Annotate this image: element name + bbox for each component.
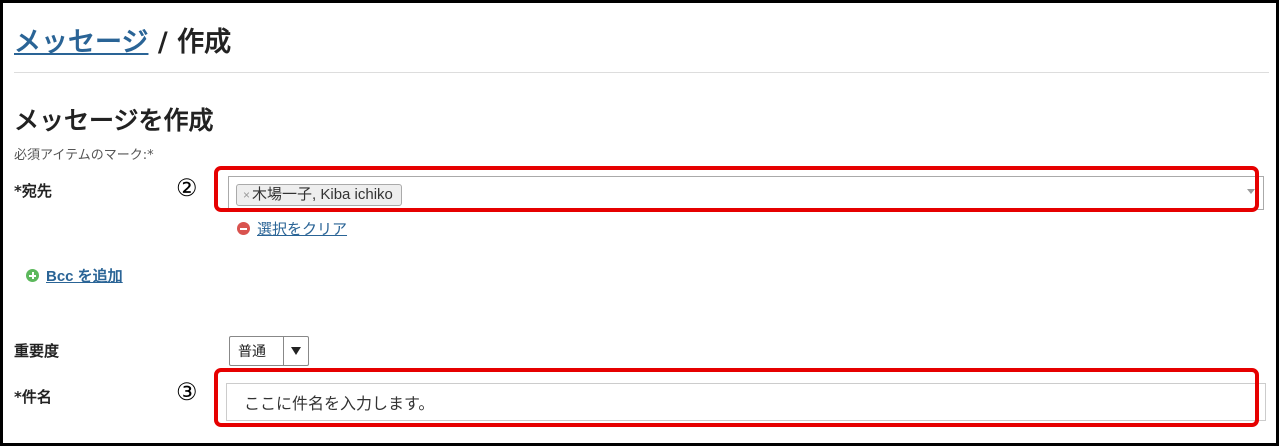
breadcrumb-current: 作成 <box>177 27 232 58</box>
plus-circle-icon <box>26 269 39 282</box>
highlight-box-subject <box>214 368 1259 427</box>
callout-number-2: ② <box>176 174 198 202</box>
add-bcc-link[interactable]: Bcc を追加 <box>26 265 123 286</box>
priority-value: 普通 <box>238 344 266 360</box>
breadcrumb-separator: / <box>148 27 178 58</box>
page-title: メッセージを作成 <box>14 106 214 135</box>
minus-circle-icon <box>237 222 250 235</box>
priority-label: 重要度 <box>14 342 60 360</box>
recipient-chip-label: 木場一子, Kiba ichiko <box>252 186 393 203</box>
callout-number-3: ③ <box>176 378 198 406</box>
divider <box>14 72 1269 73</box>
caret-down-icon <box>291 347 301 355</box>
chevron-down-icon[interactable] <box>1247 189 1255 194</box>
subject-label: *件名 <box>14 388 52 406</box>
recipient-chip: ×木場一子, Kiba ichiko <box>236 184 402 206</box>
breadcrumb: メッセージ / 作成 <box>14 20 231 59</box>
clear-selection-link[interactable]: 選択をクリア <box>237 218 347 239</box>
highlight-box-recipient <box>214 166 1259 212</box>
recipient-label: *宛先 <box>14 182 52 200</box>
clear-selection-label[interactable]: 選択をクリア <box>257 220 348 238</box>
chip-remove-icon[interactable]: × <box>243 188 251 202</box>
breadcrumb-messages-link[interactable]: メッセージ <box>14 27 149 58</box>
add-bcc-label[interactable]: Bcc を追加 <box>46 268 123 285</box>
priority-select[interactable]: 普通 <box>229 336 309 366</box>
priority-divider <box>283 337 284 365</box>
subject-input[interactable] <box>226 383 1266 421</box>
priority-caret[interactable] <box>284 347 308 355</box>
required-note: 必須アイテムのマーク:* <box>14 148 154 163</box>
